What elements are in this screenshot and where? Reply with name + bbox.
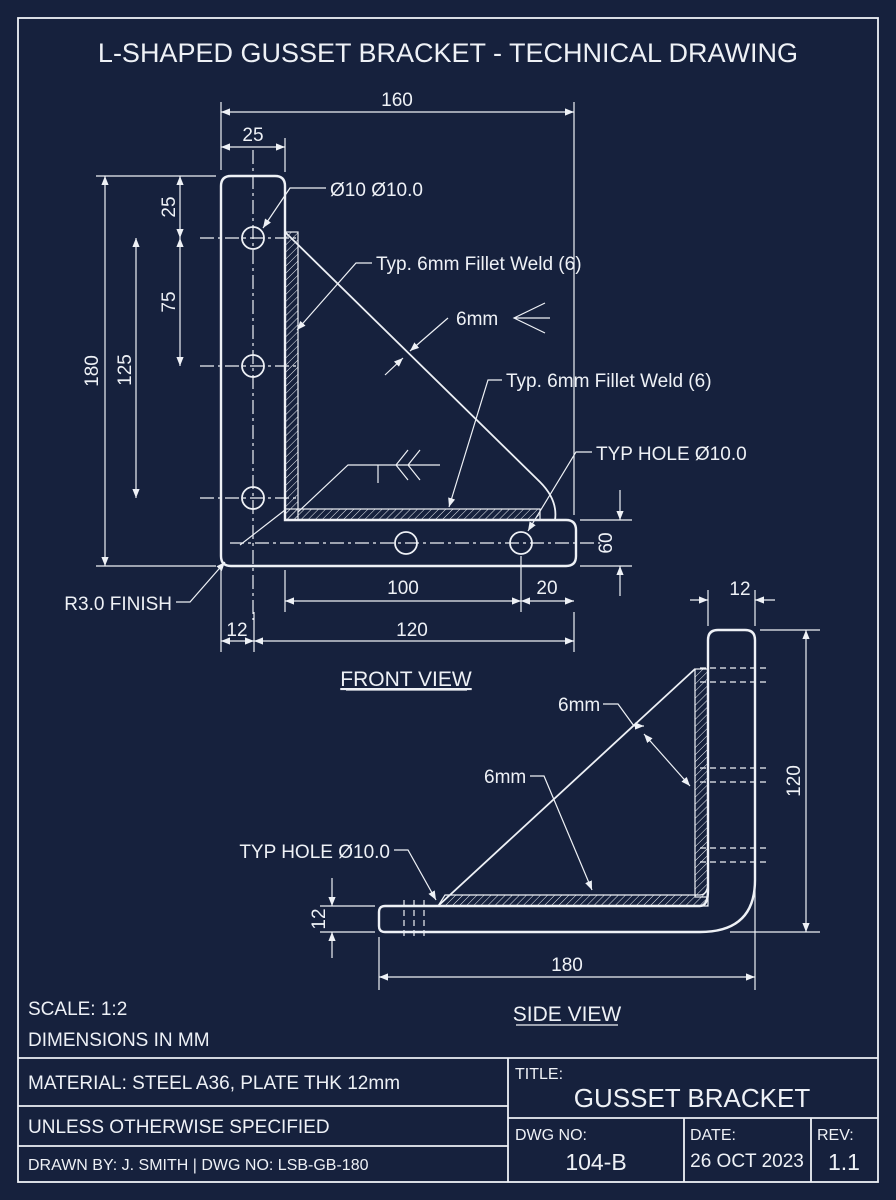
- front-weld-horizontal: [284, 508, 541, 521]
- dim-upright-width: 25: [242, 125, 263, 146]
- side-weld-size-1-leader: [603, 703, 635, 727]
- weld-callout-2-leader: [448, 379, 502, 508]
- side-weld-size-1: 6mm: [558, 695, 600, 716]
- date-label: DATE:: [690, 1127, 736, 1144]
- dim-base-length: 120: [396, 620, 428, 641]
- title-block: MATERIAL: STEEL A36, PLATE THK 12mm UNLE…: [18, 1057, 878, 1182]
- typ-hole-leader: [527, 451, 592, 532]
- weld-symbol: [297, 449, 440, 513]
- hole-callout: Ø10 Ø10.0: [330, 180, 423, 201]
- side-weld-size-2: 6mm: [484, 767, 526, 788]
- side-dim-thickness-top: 12: [729, 579, 750, 600]
- dim-thickness: 12: [226, 620, 247, 641]
- dwg-no-label: DWG NO:: [515, 1127, 587, 1144]
- side-dim-length: 180: [551, 955, 583, 976]
- side-weld-vertical: [694, 668, 709, 898]
- front-view-label: FRONT VIEW: [340, 668, 472, 691]
- weld-size: 6mm: [456, 309, 498, 330]
- title-value: GUSSET BRACKET: [574, 1083, 811, 1113]
- front-view-outline: [219, 174, 578, 568]
- sheet-border: [17, 17, 879, 1183]
- dwg-no-value: 104-B: [565, 1149, 626, 1175]
- hole-callout-leader: [262, 187, 326, 229]
- front-hole: [241, 486, 265, 510]
- side-typ-hole: TYP HOLE Ø10.0: [239, 842, 390, 863]
- front-view: 160 25 180 125 25 75 60 100 20: [64, 90, 746, 691]
- weld-callout-1: Typ. 6mm Fillet Weld (6): [376, 254, 582, 275]
- front-hole: [509, 531, 533, 555]
- units-note: DIMENSIONS IN MM: [28, 1030, 210, 1051]
- rev-label: REV:: [817, 1127, 854, 1144]
- weld-direction-arrow: [512, 302, 550, 334]
- side-dim-height: 120: [784, 765, 805, 797]
- side-weld-size-1-dim: [643, 733, 691, 787]
- front-typ-hole: TYP HOLE Ø10.0: [596, 444, 747, 465]
- radius-note: R3.0 FINISH: [64, 594, 172, 615]
- weld-size-arrow: [384, 357, 404, 376]
- front-hole: [241, 354, 265, 378]
- side-weld-horizontal: [436, 879, 709, 907]
- side-view-label: SIDE VIEW: [513, 1003, 622, 1026]
- weld-callout-1-leader: [296, 262, 372, 331]
- front-hole: [394, 531, 418, 555]
- title-label: TITLE:: [515, 1066, 563, 1083]
- side-view: 12 120 12 180 6mm 6mm TYP HOLE Ø10.0 SID…: [239, 579, 820, 1026]
- front-weld-vertical: [284, 231, 299, 521]
- dim-top-to-hole: 25: [159, 196, 180, 217]
- dim-base-hole-span: 100: [387, 578, 419, 599]
- dim-hole-spacing: 75: [159, 291, 180, 312]
- side-weld-size-2-leader: [530, 775, 593, 891]
- radius-note-leader: [176, 561, 226, 603]
- dim-base-hole-edge: 20: [536, 578, 557, 599]
- rev-value: 1.1: [828, 1149, 860, 1175]
- front-gusset-edge: [284, 231, 557, 521]
- side-dim-thickness-left: 12: [309, 908, 330, 929]
- date-value: 26 OCT 2023: [690, 1151, 804, 1172]
- scale-note: SCALE: 1:2: [28, 999, 127, 1020]
- dim-base-height: 60: [596, 532, 617, 553]
- weld-callout-2: Typ. 6mm Fillet Weld (6): [506, 371, 712, 392]
- drawing-title: L-SHAPED GUSSET BRACKET - TECHNICAL DRAW…: [98, 38, 798, 68]
- dim-hole-span: 125: [115, 354, 136, 386]
- drawn-by: DRAWN BY: J. SMITH | DWG NO: LSB-GB-180: [28, 1157, 369, 1174]
- front-hole: [241, 226, 265, 250]
- side-gusset-edge: [437, 668, 696, 907]
- dim-overall-height: 180: [82, 355, 103, 387]
- radius-construction-line: [239, 509, 286, 546]
- weld-size-arrow: [409, 317, 449, 352]
- side-typ-hole-leader: [394, 849, 437, 901]
- dim-overall-width: 160: [381, 90, 413, 111]
- tolerance-note: UNLESS OTHERWISE SPECIFIED: [28, 1117, 330, 1138]
- material-spec: MATERIAL: STEEL A36, PLATE THK 12mm: [28, 1073, 400, 1094]
